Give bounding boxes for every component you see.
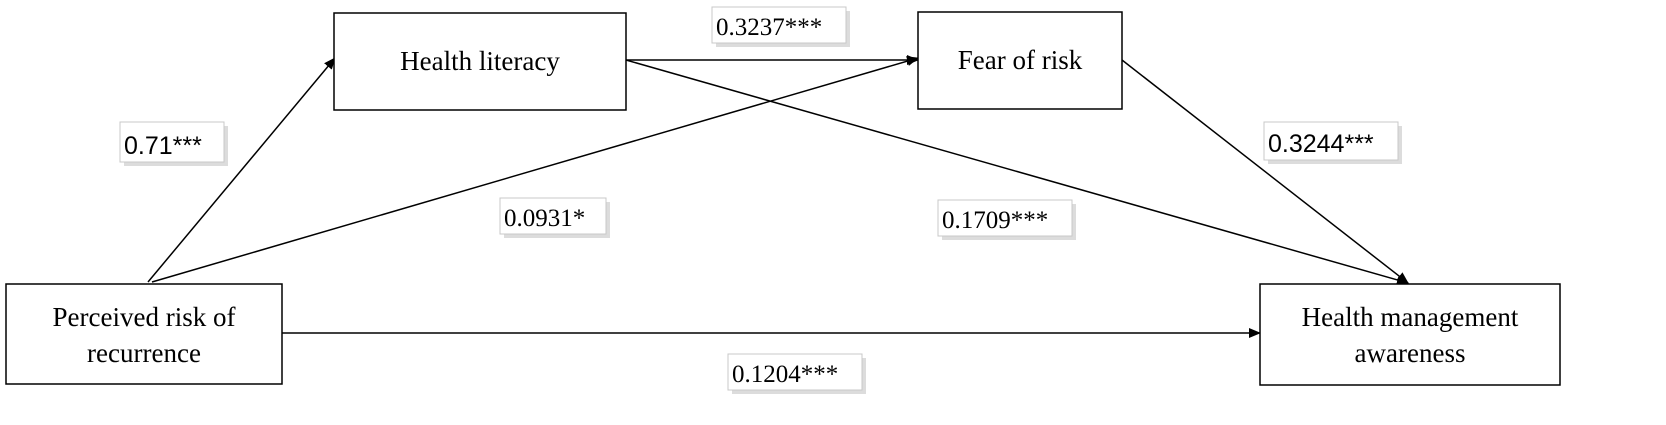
node-health-management-line1: Health management — [1302, 302, 1519, 332]
node-health-literacy: Health literacy — [333, 12, 627, 111]
label-literacy-to-fear: 0.3237*** — [711, 6, 850, 47]
label-literacy-to-fear-text: 0.3237*** — [716, 14, 822, 41]
label-fear-to-management-text: 0.3244*** — [1268, 130, 1374, 158]
label-risk-to-management: 0.1204*** — [727, 353, 866, 394]
node-health-management: Health management awareness — [1259, 283, 1561, 386]
edge-risk-to-fear — [151, 56, 919, 283]
edge-fear-to-management — [1121, 59, 1409, 284]
label-risk-to-literacy-text: 0.71*** — [124, 132, 202, 160]
label-fear-to-management: 0.3244*** — [1263, 121, 1402, 164]
node-fear-of-risk-label: Fear of risk — [958, 45, 1083, 75]
edge-literacy-to-management — [625, 59, 1409, 285]
node-fear-of-risk: Fear of risk — [917, 11, 1123, 110]
label-risk-to-fear: 0.0931* — [499, 197, 610, 238]
label-literacy-to-management-text: 0.1709*** — [942, 207, 1048, 234]
node-health-literacy-label: Health literacy — [400, 46, 560, 76]
label-risk-to-management-text: 0.1204*** — [732, 361, 838, 388]
node-perceived-risk-line2: recurrence — [87, 338, 201, 368]
label-literacy-to-management: 0.1709*** — [937, 199, 1076, 240]
label-risk-to-fear-text: 0.0931* — [504, 205, 585, 232]
edge-risk-to-literacy — [147, 57, 336, 283]
node-perceived-risk: Perceived risk of recurrence — [5, 283, 283, 385]
label-risk-to-literacy: 0.71*** — [119, 121, 228, 166]
node-perceived-risk-line1: Perceived risk of — [53, 302, 236, 332]
node-health-management-line2: awareness — [1355, 338, 1466, 368]
